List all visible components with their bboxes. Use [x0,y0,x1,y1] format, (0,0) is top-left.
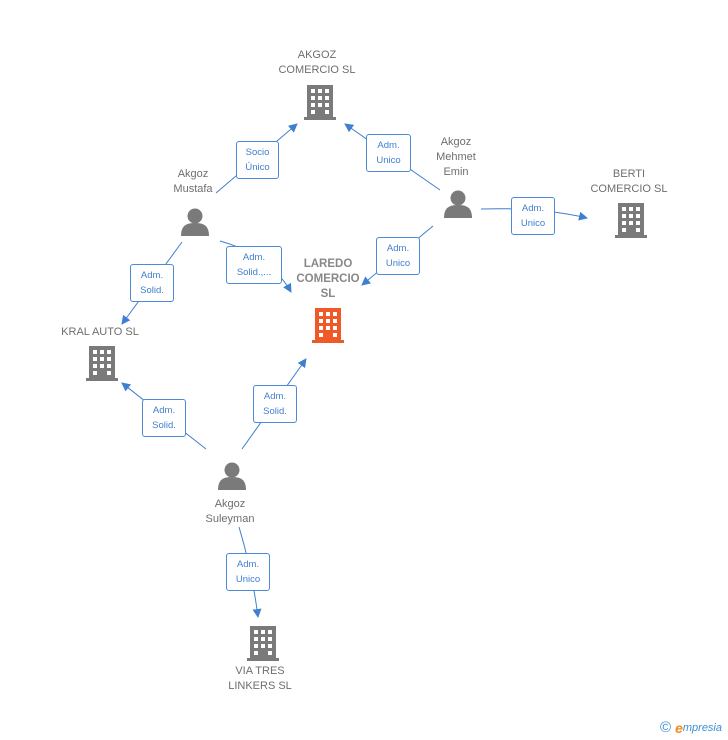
copyright-icon: © [660,719,672,736]
edge-label-mustafa-akgoz[interactable]: Socio Único [236,141,279,179]
footer-brand: © e mpresia [660,719,722,736]
edge-label-mehmet-berti[interactable]: Adm. Unico [511,197,555,235]
node-label-laredo-comercio[interactable]: LAREDO COMERCIO SL [296,258,360,300]
node-label-akgoz-suleyman[interactable]: Akgoz Suleyman [205,498,255,525]
edge-label-mehmet-laredo[interactable]: Adm. Unico [376,237,420,275]
node-label-akgoz-mehmet-emin[interactable]: Akgoz Mehmet Emin [436,136,476,178]
edge-label-suleyman-kral[interactable]: Adm. Solid. [142,399,186,437]
laredo-comercio-building-icon[interactable] [312,308,344,343]
brand-name: mpresia [682,721,722,734]
akgoz-mustafa-person-icon[interactable] [181,208,209,237]
akgoz-comercio-building-icon[interactable] [304,85,336,120]
berti-comercio-building-icon[interactable] [615,203,647,238]
edge-label-mustafa-laredo[interactable]: Adm. Solid.,... [226,246,282,284]
node-label-kral-auto[interactable]: KRAL AUTO SL [61,326,139,338]
edge-label-suleyman-laredo[interactable]: Adm. Solid. [253,385,297,423]
via-tres-linkers-building-icon[interactable] [247,626,279,661]
akgoz-mehmet-emin-person-icon[interactable] [444,190,472,219]
node-label-akgoz-comercio[interactable]: AKGOZ COMERCIO SL [278,49,356,76]
node-label-via-tres-linkers[interactable]: VIA TRES LINKERS SL [228,665,292,692]
node-label-berti-comercio[interactable]: BERTI COMERCIO SL [590,168,668,195]
kral-auto-building-icon[interactable] [86,346,118,381]
akgoz-suleyman-person-icon[interactable] [218,462,246,491]
node-label-akgoz-mustafa[interactable]: Akgoz Mustafa [173,168,213,195]
edge-label-mehmet-akgoz[interactable]: Adm. Unico [366,134,411,172]
edge-label-suleyman-via[interactable]: Adm. Unico [226,553,270,591]
edge-label-mustafa-kral[interactable]: Adm. Solid. [130,264,174,302]
brand-logo-e: e [675,719,683,736]
